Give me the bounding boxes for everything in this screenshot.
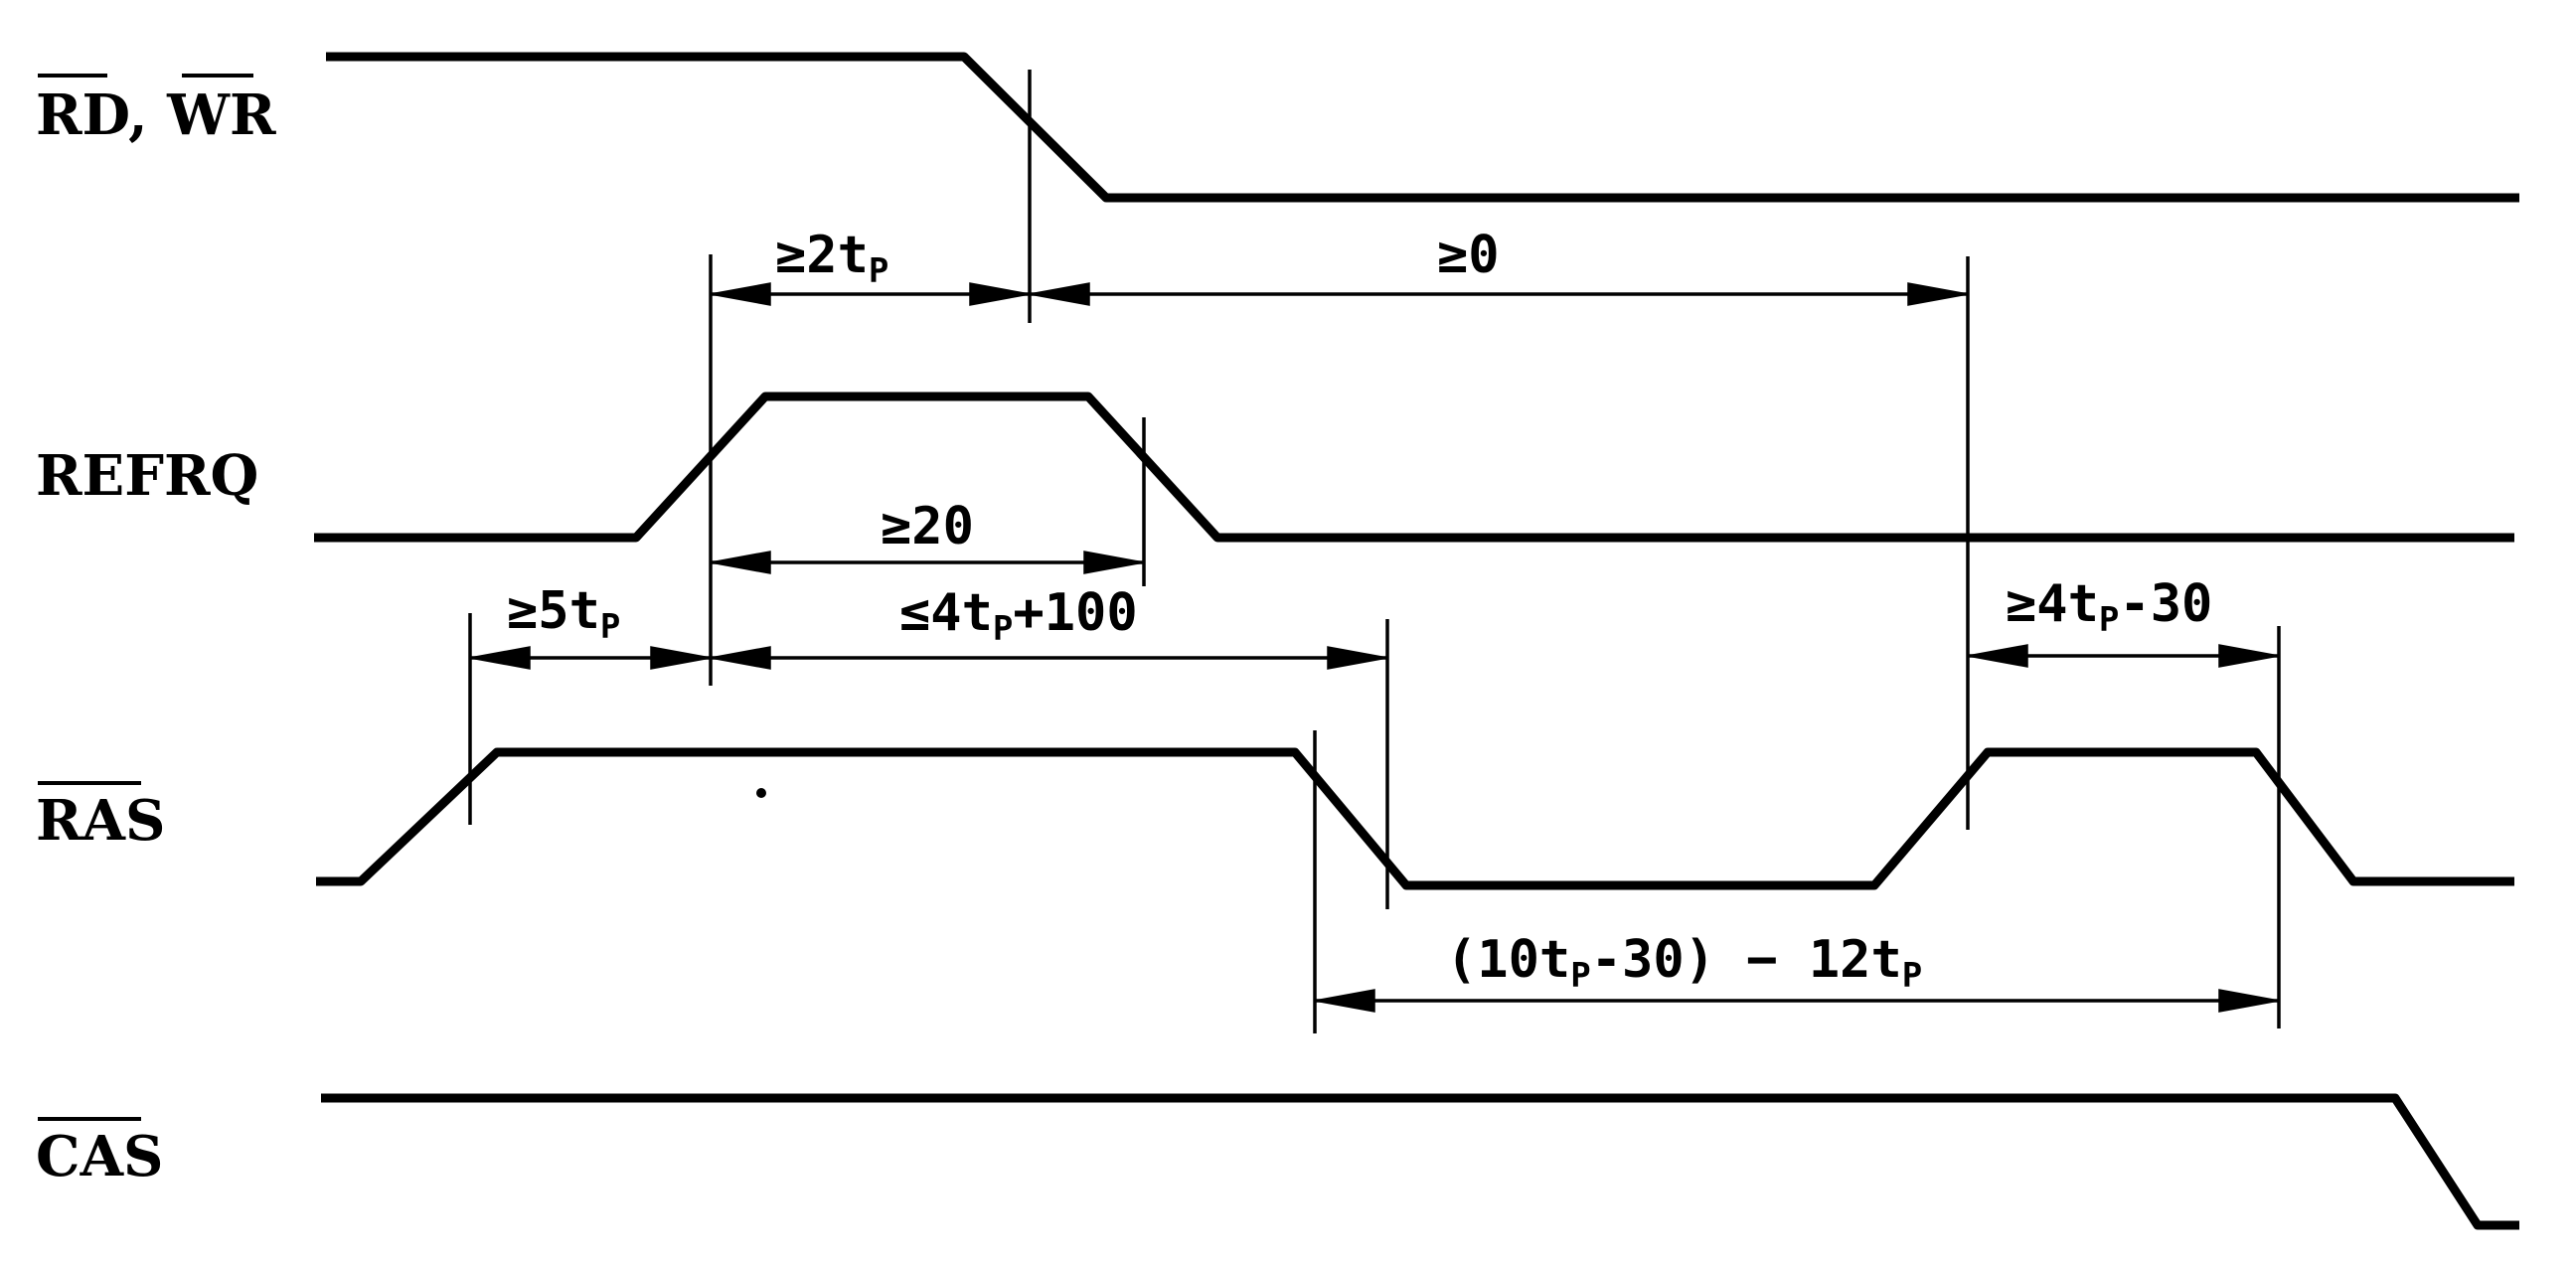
timing-label-ras-to-refrq: ≥5tP (507, 581, 620, 647)
dim-ras-to-refrq (469, 646, 712, 670)
ras-label: RAS (36, 788, 165, 854)
dim-ras-precharge (1967, 644, 2280, 668)
timing-label-ras-precharge: ≥4tP-30 (2006, 574, 2212, 640)
signal-label-ras: RAS (36, 781, 165, 854)
svg-text:RD, WR: RD, WR (36, 82, 276, 148)
label-separator: , (128, 82, 167, 148)
signal-label-refrq: REFRQ (36, 443, 258, 509)
signal-label-rd-wr: RD, WR (36, 74, 276, 148)
ras-waveform (316, 747, 2514, 890)
cas-label: CAS (36, 1124, 163, 1189)
dim-rd-to-refrq (710, 282, 1031, 306)
rd-wr-waveform (326, 52, 2519, 203)
dim-rd-to-ras-rise (1029, 282, 1969, 306)
signal-label-cas: CAS (36, 1117, 163, 1189)
refrq-waveform (314, 392, 2514, 543)
dim-refrq-to-ras-fall (710, 646, 1388, 670)
stray-dot (756, 788, 766, 798)
timing-label-refrq-pulse: ≥20 (881, 497, 974, 556)
rd-label: RD (36, 82, 129, 148)
dim-refrq-pulse (710, 551, 1145, 574)
wr-label: WR (166, 82, 276, 148)
timing-label-rd-to-ras-rise: ≥0 (1437, 226, 1500, 285)
dim-ras-low (1314, 989, 2280, 1013)
timing-label-ras-low: (10tP-30) − 12tP (1446, 930, 1922, 996)
cas-waveform (321, 1093, 2519, 1230)
timing-label-refrq-to-ras-fall: ≤4tP+100 (899, 583, 1138, 649)
timing-label-rd-to-refrq: ≥2tP (775, 226, 888, 291)
